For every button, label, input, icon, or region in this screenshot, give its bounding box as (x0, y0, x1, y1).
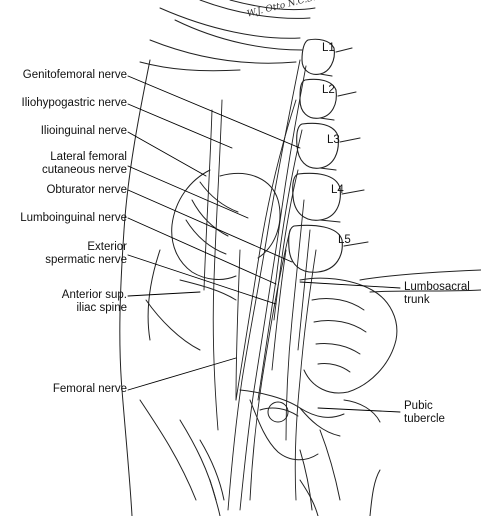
label-iliohypogastric-nerve: Iliohypogastric nerve (21, 97, 127, 109)
label-obturator-nerve: Obturator nerve (46, 184, 127, 196)
vertebra-label-l3: L3 (327, 134, 340, 146)
sacrum (299, 269, 481, 394)
leader-lines (127, 75, 401, 413)
vertebral-column (288, 38, 369, 273)
label-pubic-line1: Pubic (404, 400, 433, 412)
ribs (139, 0, 316, 72)
label-exterior-spermatic-line2: spermatic nerve (45, 254, 127, 266)
label-lumbosacral-line1: Lumbosacral (404, 281, 470, 293)
label-lateral-femoral-line2: cutaneous nerve (41, 164, 127, 176)
label-lumbosacral-trunk: Lumbosacral trunk (404, 281, 470, 307)
vertebra-label-l2: L2 (322, 84, 335, 96)
pubis (239, 389, 381, 461)
thigh (139, 399, 341, 517)
label-anterior-spine-line1: Anterior sup. (61, 289, 127, 301)
label-ilioinguinal-nerve: Ilioinguinal nerve (40, 125, 127, 137)
label-lumbosacral-line2: trunk (404, 294, 430, 306)
label-lumboinguinal-nerve: Lumboinguinal nerve (20, 212, 127, 224)
label-lateral-femoral-cutaneous-nerve: Lateral femoral cutaneous nerve (42, 151, 127, 177)
vertebra-label-l5: L5 (338, 234, 351, 246)
label-exterior-spermatic-line1: Exterior (87, 241, 127, 253)
psoas-and-nerves (203, 59, 317, 511)
label-lateral-femoral-line1: Lateral femoral (50, 151, 127, 163)
label-anterior-superior-iliac-spine: Anterior sup. iliac spine (62, 289, 127, 315)
label-genitofemoral-nerve: Genitofemoral nerve (22, 69, 127, 81)
vertebra-label-l1: L1 (322, 42, 335, 54)
label-femoral-nerve: Femoral nerve (52, 383, 127, 395)
label-anterior-spine-line2: iliac spine (76, 302, 128, 314)
label-pubic-line2: tubercle (404, 413, 445, 425)
label-pubic-tubercle: Pubic tubercle (404, 400, 445, 426)
vertebra-label-l4: L4 (331, 184, 344, 196)
body-outline (119, 59, 381, 517)
label-exterior-spermatic-nerve: Exterior spermatic nerve (45, 241, 127, 267)
